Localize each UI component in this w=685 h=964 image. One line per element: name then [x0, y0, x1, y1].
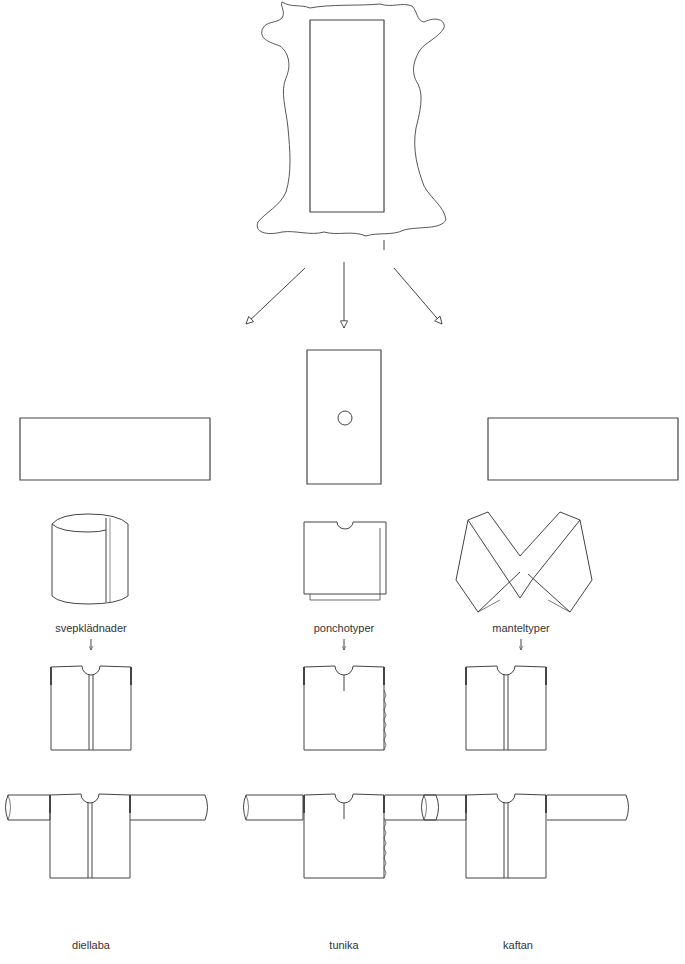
small-arrow — [91, 639, 92, 650]
jacket — [422, 794, 629, 878]
garment-label: kaftan — [501, 939, 535, 952]
cloth-piece — [488, 418, 678, 480]
type-label: manteltyper — [490, 622, 551, 635]
arrow — [384, 240, 385, 250]
small-arrow — [344, 639, 345, 650]
garment-label: diellaba — [70, 939, 112, 952]
poncho-garment — [304, 522, 386, 600]
type-label: svepklädnader — [53, 622, 129, 635]
arrow — [344, 262, 345, 328]
cut-rectangle — [310, 20, 384, 212]
cloth-piece — [307, 350, 381, 484]
vest — [466, 666, 546, 750]
garment-label: tunika — [327, 939, 360, 952]
mantle-garment — [456, 512, 592, 612]
cloth-piece — [20, 418, 210, 480]
vest — [304, 666, 386, 750]
animal-hide — [257, 2, 446, 236]
wrap-garment — [52, 514, 128, 604]
arrow — [394, 268, 442, 324]
small-arrow — [521, 639, 522, 650]
jacket — [6, 794, 208, 878]
vest — [51, 666, 131, 750]
jacket — [244, 794, 439, 878]
neck-hole — [338, 411, 352, 425]
type-label: ponchotyper — [312, 622, 377, 635]
arrow — [246, 268, 305, 324]
